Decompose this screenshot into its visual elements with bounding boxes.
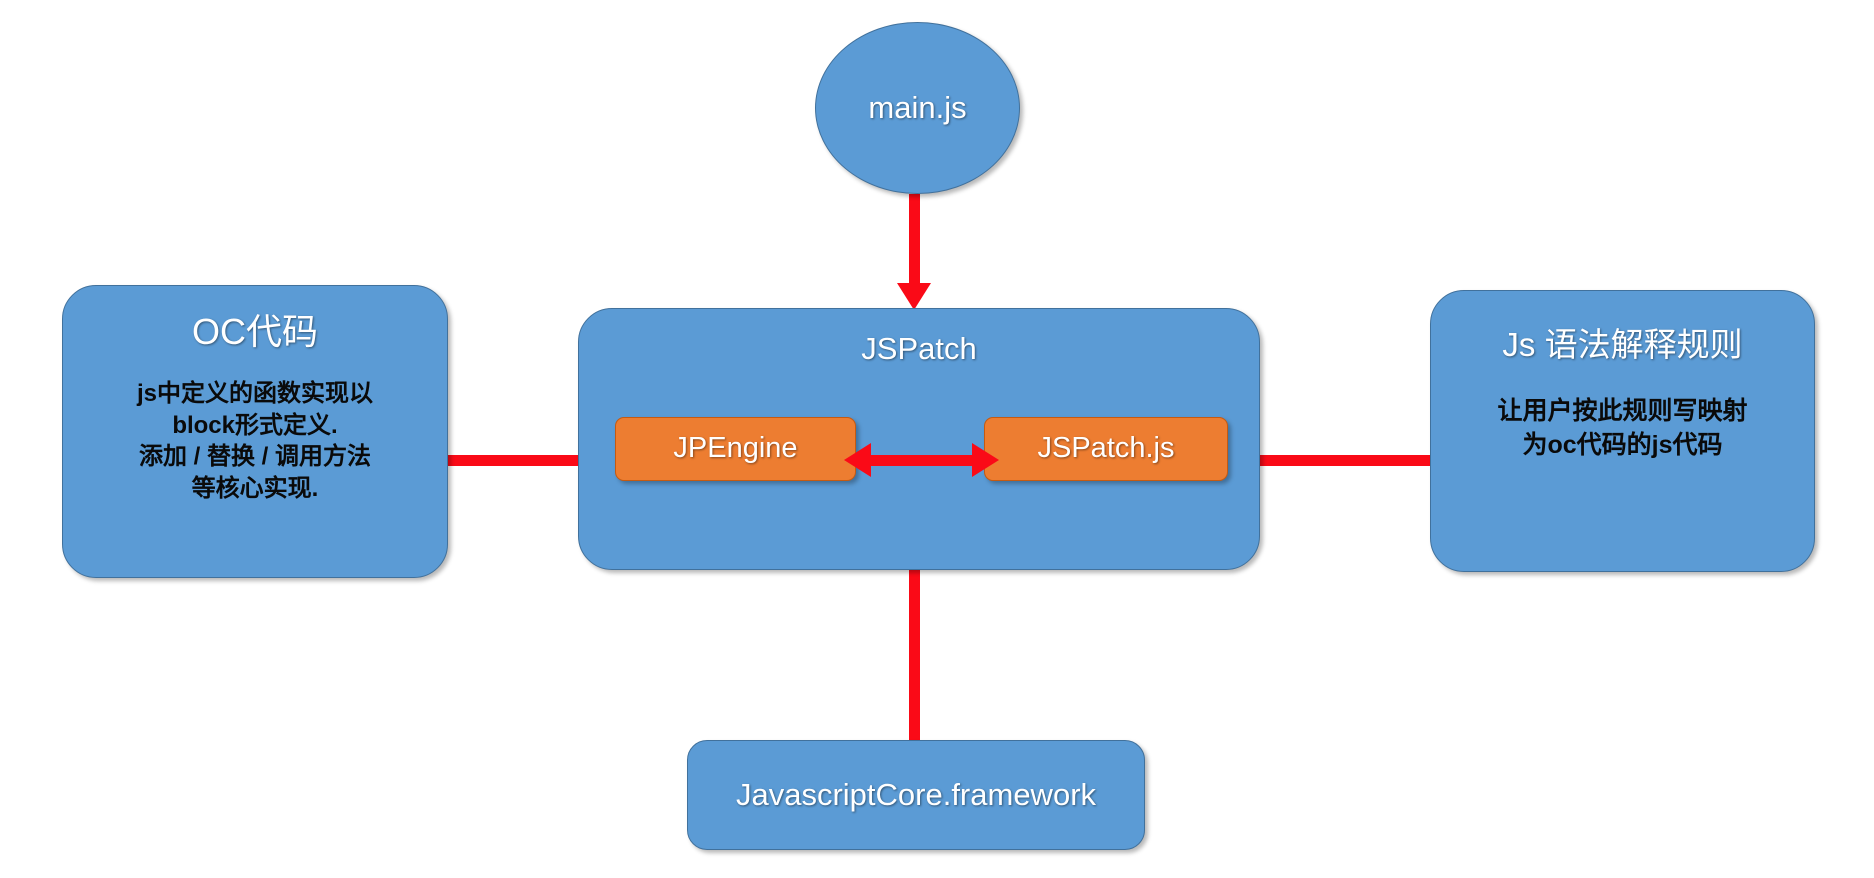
node-js-rule-body-line: 让用户按此规则写映射 bbox=[1497, 397, 1748, 426]
node-main-js[interactable]: main.js bbox=[815, 22, 1020, 194]
edge-main-js-to-jspatch-line bbox=[909, 194, 920, 286]
node-oc-code-body-line: block形式定义. bbox=[172, 411, 338, 439]
edge-jpengine-to-oc-line bbox=[398, 455, 623, 466]
node-jspatch-js-label: JSPatch.js bbox=[1037, 432, 1175, 465]
node-main-js-label: main.js bbox=[868, 89, 967, 125]
node-jspatch-title: JSPatch bbox=[861, 331, 977, 366]
node-js-rule[interactable]: Js 语法解释规则 让用户按此规则写映射 为oc代码的js代码 bbox=[1430, 290, 1815, 572]
node-oc-code-title: OC代码 bbox=[191, 311, 318, 352]
edge-main-js-to-jspatch-arrowhead bbox=[897, 283, 931, 310]
node-js-rule-title: Js 语法解释规则 bbox=[1502, 326, 1743, 363]
node-oc-code-body-line: 添加 / 替换 / 调用方法 bbox=[138, 443, 371, 471]
node-javascriptcore-framework[interactable]: JavascriptCore.framework bbox=[687, 740, 1145, 850]
node-jspatch-js[interactable]: JSPatch.js bbox=[984, 417, 1228, 481]
node-javascriptcore-framework-label: JavascriptCore.framework bbox=[735, 776, 1097, 812]
node-js-rule-body: 让用户按此规则写映射 为oc代码的js代码 bbox=[1483, 395, 1761, 462]
node-oc-code-body: js中定义的函数实现以 block形式定义. 添加 / 替换 / 调用方法 等核… bbox=[123, 378, 387, 506]
node-jpengine[interactable]: JPEngine bbox=[615, 417, 856, 481]
node-js-rule-body-line: 为oc代码的js代码 bbox=[1522, 430, 1723, 459]
edge-jspatchjs-to-js-rule-line bbox=[1222, 455, 1444, 466]
node-oc-code-body-line: js中定义的函数实现以 bbox=[136, 379, 373, 407]
edge-javascriptcore-to-jspatch-line bbox=[909, 478, 920, 746]
node-jpengine-label: JPEngine bbox=[673, 432, 798, 465]
edge-jpengine-jspatchjs-line bbox=[866, 455, 978, 466]
node-oc-code-body-line: 等核心实现. bbox=[191, 475, 319, 503]
edge-jpengine-jspatchjs-arrowhead-left bbox=[844, 443, 871, 477]
edge-jpengine-jspatchjs-arrowhead-right bbox=[972, 443, 999, 477]
node-oc-code[interactable]: OC代码 js中定义的函数实现以 block形式定义. 添加 / 替换 / 调用… bbox=[62, 285, 448, 578]
